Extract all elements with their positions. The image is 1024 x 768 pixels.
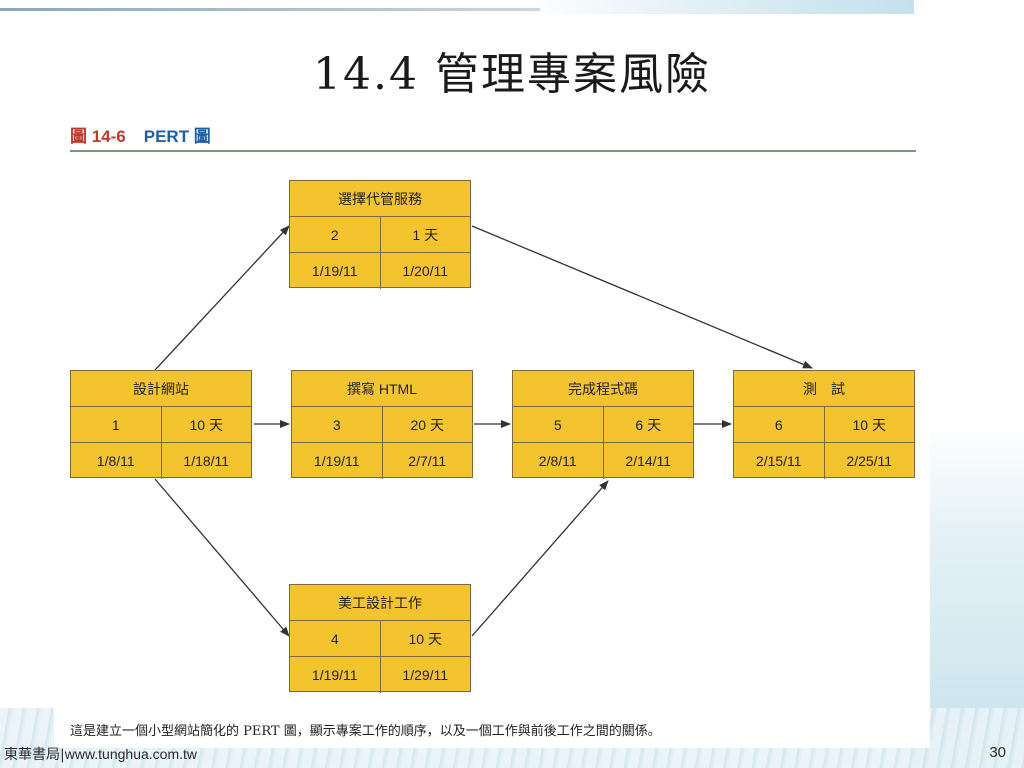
node-duration: 10 天 bbox=[189, 416, 223, 433]
footer-publisher: 東華書局 bbox=[4, 747, 60, 763]
node-end-date: 1/18/11 bbox=[183, 453, 230, 469]
top-rule bbox=[0, 8, 540, 11]
node-task: 撰寫 HTML bbox=[347, 380, 417, 397]
node-write-html: 撰寫 HTML 3 20 天 1/19/11 2/7/11 bbox=[291, 370, 473, 479]
page-number: 30 bbox=[989, 744, 1006, 761]
figure-number: 圖 14-6 bbox=[70, 127, 126, 146]
node-start-date: 2/8/11 bbox=[513, 443, 604, 479]
top-decoration-bar bbox=[0, 0, 1024, 14]
node-duration: 1 天 bbox=[412, 226, 439, 243]
node-id: 6 bbox=[734, 407, 825, 442]
node-id: 2 bbox=[290, 217, 381, 252]
node-start-date: 1/19/11 bbox=[290, 253, 381, 289]
node-finish-code: 完成程式碼 5 6 天 2/8/11 2/14/11 bbox=[512, 370, 694, 479]
footer-publisher-line: 東華書局|www.tunghua.com.tw bbox=[4, 744, 197, 764]
node-id: 5 bbox=[513, 407, 604, 442]
node-end-date: 2/7/11 bbox=[408, 453, 447, 469]
node-task: 美工設計工作 bbox=[338, 594, 422, 611]
node-id: 3 bbox=[292, 407, 383, 442]
node-end-date: 1/29/11 bbox=[402, 667, 449, 683]
node-art-design: 美工設計工作 4 10 天 1/19/11 1/29/11 bbox=[289, 584, 471, 693]
figure-caption-rule bbox=[70, 150, 916, 152]
node-duration: 10 天 bbox=[852, 416, 886, 433]
top-gradient bbox=[520, 0, 1024, 14]
figure-caption: 圖 14-6 PERT 圖 bbox=[70, 122, 211, 147]
node-end-date: 1/20/11 bbox=[402, 263, 449, 279]
figure-name: PERT 圖 bbox=[143, 127, 211, 146]
node-start-date: 2/15/11 bbox=[734, 443, 825, 479]
footer-separator: | bbox=[60, 747, 65, 763]
arrow-design-to-art bbox=[154, 478, 290, 637]
node-end-date: 2/25/11 bbox=[846, 453, 893, 469]
node-choose-host: 選擇代管服務 2 1 天 1/19/11 1/20/11 bbox=[289, 180, 471, 289]
right-wave-decoration bbox=[914, 0, 1024, 768]
node-start-date: 1/19/11 bbox=[290, 657, 381, 693]
slide-title: 14.4 管理專案風險 bbox=[313, 49, 711, 100]
node-duration: 6 天 bbox=[635, 416, 662, 433]
node-start-date: 1/19/11 bbox=[292, 443, 383, 479]
node-id: 1 bbox=[71, 407, 162, 442]
arrow-design-to-host bbox=[154, 225, 290, 371]
node-task: 選擇代管服務 bbox=[338, 190, 422, 207]
node-task: 設計網站 bbox=[133, 380, 189, 397]
node-id: 4 bbox=[290, 621, 381, 656]
node-duration: 20 天 bbox=[410, 416, 444, 433]
node-start-date: 1/8/11 bbox=[71, 443, 162, 479]
node-task: 完成程式碼 bbox=[568, 380, 638, 397]
footer-url-link[interactable]: www.tunghua.com.tw bbox=[64, 746, 198, 762]
figure-description: 這是建立一個小型網站簡化的 PERT 圖，顯示專案工作的順序，以及一個工作與前後… bbox=[70, 724, 661, 739]
node-design-site: 設計網站 1 10 天 1/8/11 1/18/11 bbox=[70, 370, 252, 479]
node-duration: 10 天 bbox=[408, 630, 442, 647]
node-task: 測 試 bbox=[803, 380, 845, 397]
arrow-art-to-code bbox=[471, 480, 609, 637]
node-end-date: 2/14/11 bbox=[625, 453, 672, 469]
arrow-host-to-test bbox=[471, 225, 813, 369]
node-testing: 測 試 6 10 天 2/15/11 2/25/11 bbox=[733, 370, 915, 479]
